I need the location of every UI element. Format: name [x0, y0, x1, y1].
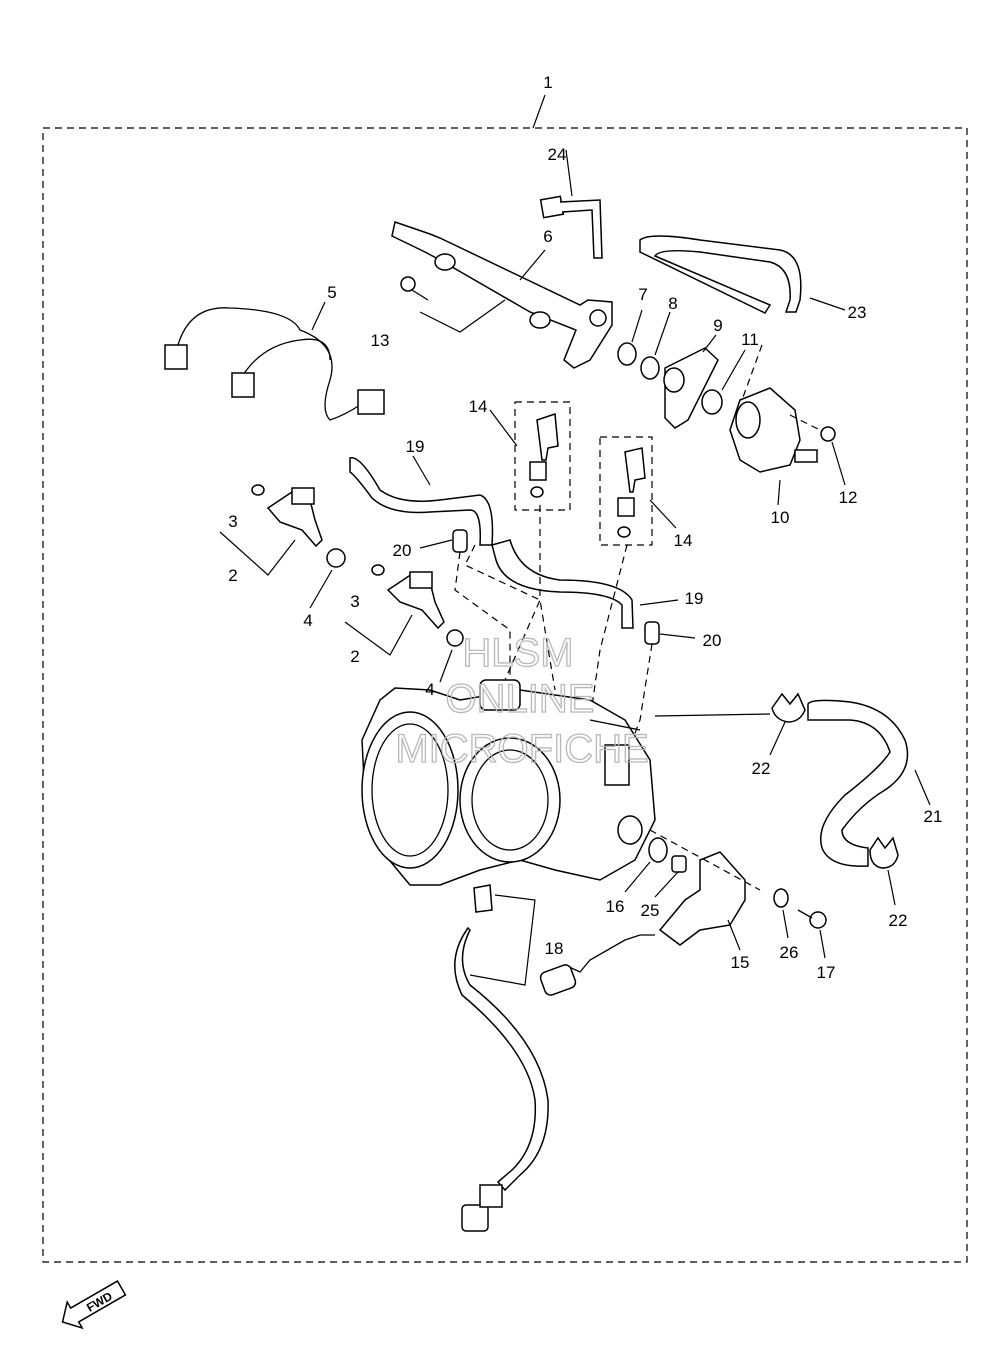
callout-label: 22 [752, 759, 771, 778]
callout-label: 10 [771, 508, 790, 527]
part-19-hose-lower [491, 539, 679, 629]
part-22-clamp-lower [869, 836, 899, 906]
callout-label: 21 [924, 807, 943, 826]
callout-label: 2 [350, 647, 359, 666]
callout-label: 9 [713, 316, 722, 335]
callout-label: 11 [741, 330, 759, 349]
part-10-regulator [729, 344, 818, 506]
callout-label: 15 [731, 953, 750, 972]
callout-label: 2 [228, 566, 237, 585]
part-3-o-ring-upper [219, 484, 296, 576]
part-17-screw [797, 909, 827, 959]
callout-label: 4 [425, 680, 434, 699]
part-8-o-ring [640, 311, 671, 380]
part-21-hose [807, 699, 931, 867]
callout-label: 13 [371, 331, 390, 350]
part-14-filter-right [599, 436, 677, 546]
callout-label: 25 [641, 901, 660, 920]
callout-label: 3 [350, 592, 359, 611]
part-2-injector-upper [266, 487, 323, 548]
callout-label: 14 [469, 397, 488, 416]
part-13-screw [400, 276, 506, 333]
part-16-o-ring [624, 837, 668, 893]
fwd-arrow-icon: FWD [61, 1280, 127, 1330]
leader-line-1 [532, 94, 546, 129]
callout-label: 14 [674, 531, 693, 550]
callout-label: 16 [606, 897, 625, 916]
part-4-collar-lower [439, 629, 464, 683]
part-22-clamp-upper [769, 692, 806, 756]
part-14-filter-left [489, 401, 571, 511]
part-5-harness [164, 301, 385, 421]
callout-label: 7 [638, 285, 647, 304]
part-20-upper [419, 529, 468, 553]
callout-label: 19 [685, 589, 704, 608]
callout-label: 8 [668, 294, 677, 313]
part-9-plate [663, 334, 719, 429]
part-6-fuel-rail [391, 221, 613, 369]
part-2-injector-lower [386, 571, 445, 630]
part-15-sensor [649, 829, 761, 951]
part-3-o-ring-lower [344, 564, 413, 656]
callout-label: 17 [817, 963, 836, 982]
callout-label: 22 [889, 911, 908, 930]
part-7-collar [617, 309, 643, 366]
part-23-hose [639, 235, 846, 314]
watermark-line-2: ONLINE [446, 677, 595, 721]
throttle-body [361, 679, 656, 886]
part-24-clip [539, 149, 603, 259]
callout-label: 12 [839, 488, 858, 507]
part-20-lower [644, 621, 696, 645]
watermark: HLSM ONLINE MICROFICHE [395, 630, 650, 771]
callout-label: 24 [548, 145, 567, 164]
assembly-boundary [42, 127, 968, 1263]
guide-lines [454, 505, 771, 761]
part-4-collar-upper [309, 548, 346, 609]
callout-label: 23 [848, 303, 867, 322]
part-25-collar [654, 855, 687, 898]
callout-label: 26 [780, 943, 799, 962]
callout-label: 20 [393, 541, 412, 560]
callout-label: 4 [303, 611, 312, 630]
callout-label: 6 [543, 227, 552, 246]
callout-label: 19 [406, 437, 425, 456]
sensor-lead [539, 934, 655, 996]
part-26-washer [773, 888, 789, 939]
watermark-line-3: MICROFICHE [395, 727, 648, 771]
callout-label: 3 [228, 512, 237, 531]
callout-label: 1 [543, 73, 552, 92]
callout-label: 20 [703, 631, 722, 650]
part-18-sensor [454, 884, 549, 1232]
watermark-line-1: HLSM [462, 631, 573, 675]
part-12-screw [789, 414, 846, 486]
callout-label: 18 [545, 939, 564, 958]
callout-labels: 1 2 2 3 3 4 4 5 6 7 8 9 10 11 12 13 14 1… [228, 73, 942, 982]
callout-label: 5 [327, 283, 336, 302]
part-11-o-ring [701, 349, 746, 415]
part-19-hose-upper [349, 455, 494, 546]
